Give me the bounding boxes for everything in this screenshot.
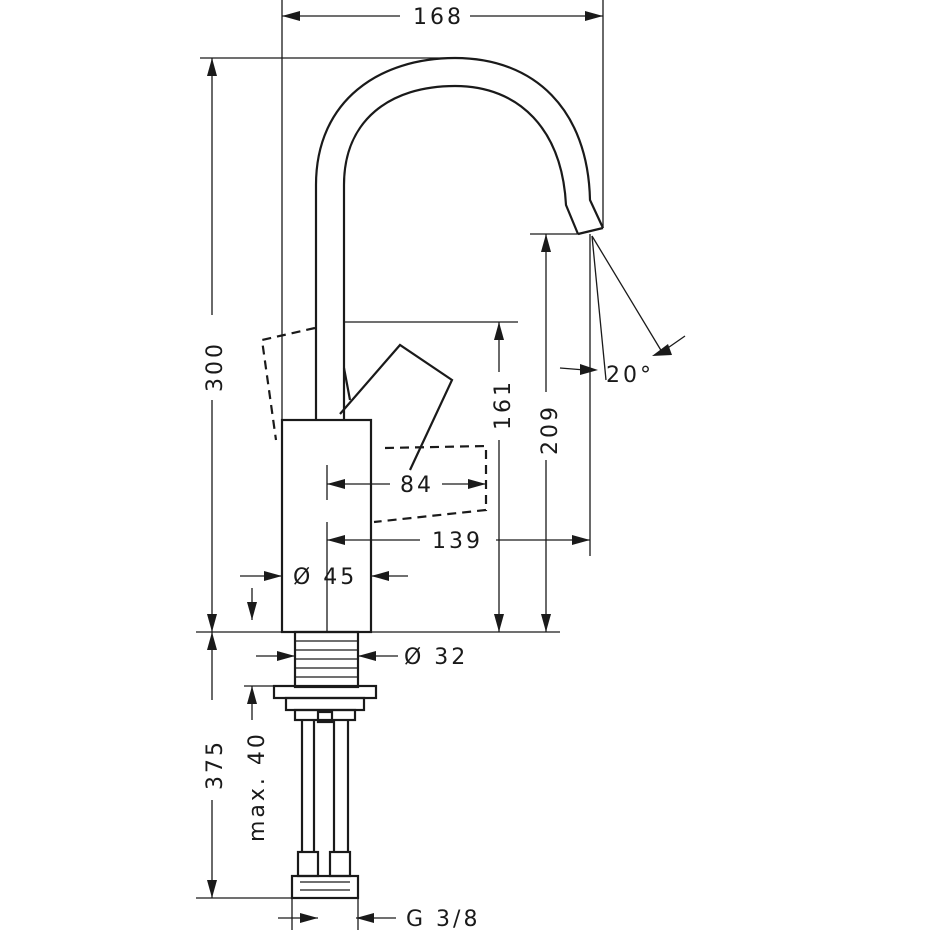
dimension-height-total: 300 [203, 58, 228, 632]
spout-inner [342, 84, 580, 420]
lever-handle [339, 343, 454, 471]
dimension-width-total: 168 [282, 5, 603, 30]
dimension-spout-clearance: 209 [538, 234, 563, 632]
threaded-shank [293, 630, 360, 689]
lever-position-up [260, 326, 316, 441]
dimension-lever-reach: 84 [327, 473, 486, 498]
label-connection-thread: G 3/8 [406, 907, 480, 932]
mounting-nut [272, 684, 378, 724]
label-lever-height: 161 [491, 379, 516, 430]
dimension-body-diameter: Ø 45 [240, 565, 408, 590]
spout-outer [314, 56, 604, 420]
base-reference-arrow [247, 588, 257, 620]
label-spout-clearance: 209 [538, 404, 563, 455]
label-counter-max: max. 40 [245, 731, 270, 842]
dimension-connection-thread: G 3/8 [278, 907, 480, 932]
dimension-lever-height: 161 [491, 322, 516, 632]
label-shank-diameter: Ø 32 [404, 645, 468, 670]
label-body-diameter: Ø 45 [293, 565, 357, 590]
label-shank-length: 375 [203, 739, 228, 790]
supply-hoses [300, 720, 350, 852]
faucet-outline [260, 56, 604, 900]
dimension-spout-angle: 20° [559, 235, 686, 388]
lever-position-forward [373, 444, 488, 524]
label-lever-reach: 84 [400, 473, 434, 498]
label-height-total: 300 [203, 341, 228, 392]
spout-tip [577, 226, 604, 236]
dimension-shank-length: 375 [196, 632, 292, 899]
label-spout-reach: 139 [432, 529, 483, 554]
label-width-total: 168 [413, 5, 464, 30]
dimension-counter-max: max. 40 [245, 686, 270, 842]
spout-nub [342, 367, 352, 401]
hose-fittings [290, 850, 360, 900]
dimension-shank-diameter: Ø 32 [256, 645, 468, 670]
label-spout-angle: 20° [606, 363, 654, 388]
dimension-spout-reach: 139 [327, 529, 590, 554]
